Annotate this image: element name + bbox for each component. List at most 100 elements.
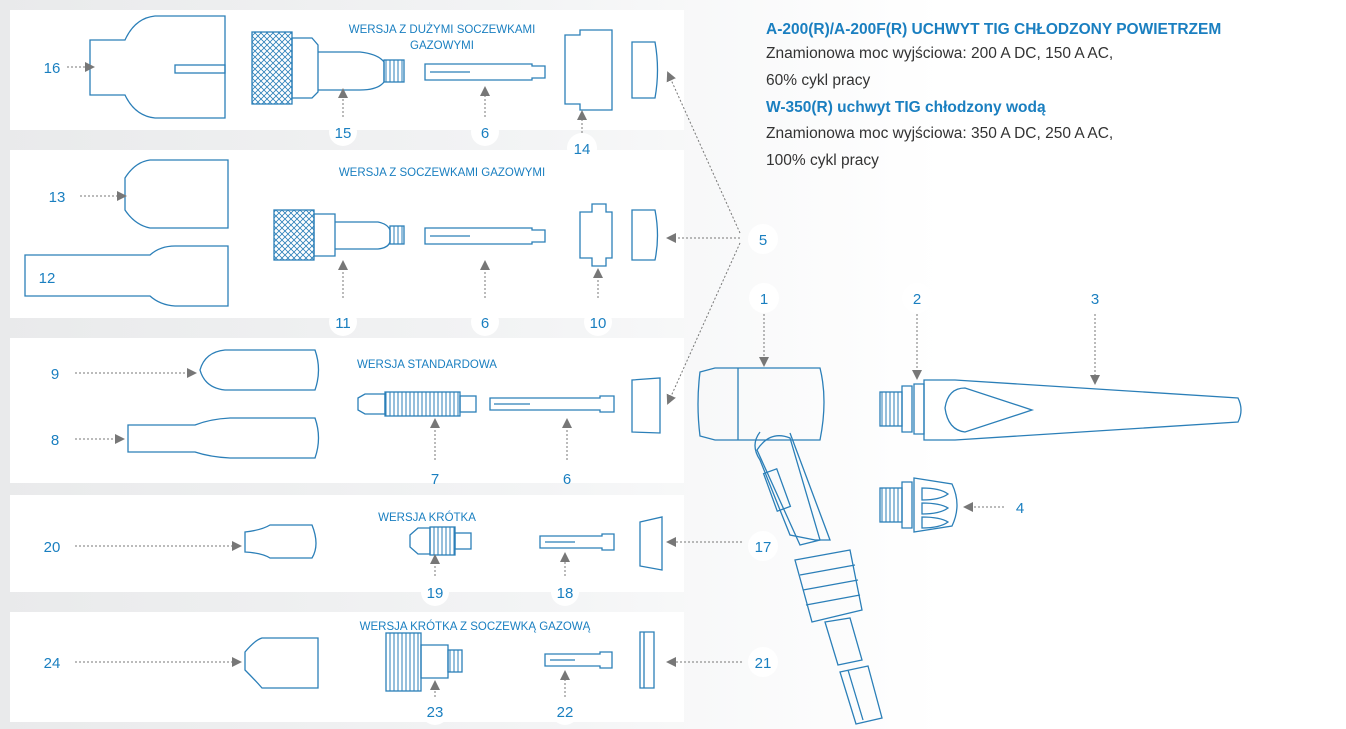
callout-23: 23 <box>427 704 444 721</box>
product-title-air-cooled: A-200(R)/A-200F(R) UCHWYT TIG CHŁODZONY … <box>766 21 1222 38</box>
part-1-torch-head <box>697 367 825 441</box>
part-6-collet-c <box>489 395 615 413</box>
callout-21-circle <box>748 647 778 677</box>
callout-14: 14 <box>574 141 591 158</box>
part-1-handle <box>754 431 831 541</box>
part-1-hose <box>824 617 863 666</box>
part-1-connector <box>794 549 863 623</box>
callout-22: 22 <box>557 704 574 721</box>
callout-8: 8 <box>51 432 59 449</box>
callout-17: 17 <box>755 539 772 556</box>
spec-water-cooled-line1: Znamionowa moc wyjściowa: 350 A DC, 250 … <box>766 125 1114 142</box>
spec-air-cooled-line1: Znamionowa moc wyjściowa: 200 A DC, 150 … <box>766 45 1114 62</box>
callout-6a: 6 <box>481 125 489 142</box>
callout-3-circle <box>1080 283 1110 313</box>
part-3-back-cap-recess <box>944 387 1035 433</box>
part-2-oring <box>901 383 925 435</box>
callout-2-circle <box>902 283 932 313</box>
spec-air-cooled-line2: 60% cykl pracy <box>766 72 871 89</box>
product-info: A-200(R)/A-200F(R) UCHWYT TIG CHŁODZONY … <box>766 20 1346 174</box>
callout-3: 3 <box>1091 291 1099 308</box>
callout-6c: 6 <box>563 471 571 488</box>
part-1-grip-window <box>762 467 792 513</box>
panel-title-short: WERSJA KRÓTKA <box>378 511 476 524</box>
part-9-nozzle <box>199 349 320 391</box>
panel-title-short-gas-lens: WERSJA KRÓTKA Z SOCZEWKĄ GAZOWĄ <box>360 620 591 633</box>
part-14-lens <box>564 29 613 111</box>
callout-7: 7 <box>431 471 439 488</box>
part-4-grip <box>921 487 950 529</box>
part-10-lens <box>579 203 613 267</box>
part-14-cup <box>631 41 659 99</box>
callout-17-circle <box>748 531 778 561</box>
part-4-cap <box>901 477 958 533</box>
part-23-end <box>447 649 463 673</box>
part-23-thread <box>385 632 422 692</box>
part-21-lens <box>639 631 655 689</box>
part-16-slot <box>174 64 226 74</box>
panel-title-large-gas-lens-2: GAZOWYMI <box>410 40 474 52</box>
part-6-collet-b <box>424 227 546 245</box>
part-18-collet <box>539 533 615 551</box>
callout-22-circle <box>551 697 579 725</box>
product-title-water-cooled: W-350(R) uchwyt TIG chłodzony wodą <box>766 99 1046 116</box>
callout-1: 1 <box>760 291 768 308</box>
part-16-nozzle <box>89 15 226 119</box>
panel-title-large-gas-lens: WERSJA Z DUŻYMI SOCZEWKAMI <box>349 23 536 36</box>
part-2-thread <box>879 391 903 427</box>
spec-water-cooled-line2: 100% cykl pracy <box>766 152 879 169</box>
part-12-nozzle <box>24 245 229 307</box>
callout-10-circle <box>584 308 612 336</box>
callout-10: 10 <box>590 315 607 332</box>
part-22-collet <box>544 651 613 669</box>
panel-title-gas-lens: WERSJA Z SOCZEWKAMI GAZOWYMI <box>339 167 545 179</box>
callout-23-circle <box>421 697 449 725</box>
part-8-nozzle <box>127 417 320 459</box>
part-standard-cup <box>631 377 661 434</box>
part-3-back-cap <box>923 379 1242 441</box>
callout-9: 9 <box>51 366 59 383</box>
part-10-cup <box>631 209 659 261</box>
part-13-nozzle <box>124 159 229 229</box>
callout-15-circle <box>329 118 357 146</box>
callout-16: 16 <box>44 60 61 77</box>
callout-20: 20 <box>44 539 61 556</box>
leader-5a <box>666 71 741 234</box>
callout-18-circle <box>551 578 579 606</box>
callout-4: 4 <box>1016 500 1024 517</box>
panel-large-gas-lens <box>10 10 684 130</box>
callout-11: 11 <box>335 315 351 332</box>
callout-6b: 6 <box>481 315 489 332</box>
callout-5-circle <box>748 224 778 254</box>
callout-6a-circle <box>471 118 499 146</box>
panel-short <box>10 495 684 592</box>
part-15-thread <box>383 59 405 83</box>
part-1-handle-body <box>756 435 821 546</box>
callout-12: 12 <box>39 270 56 287</box>
callout-2: 2 <box>913 291 921 308</box>
callout-4-circle <box>1005 492 1035 522</box>
part-24-nozzle <box>244 637 319 689</box>
part-1-fitting <box>839 665 883 725</box>
callout-1-circle <box>749 283 779 313</box>
callout-15: 15 <box>335 125 352 142</box>
panel-gas-lens <box>10 150 684 318</box>
callout-21: 21 <box>755 655 772 672</box>
part-7-thread <box>384 391 461 417</box>
part-19-thread <box>429 526 456 556</box>
callout-18: 18 <box>557 585 574 602</box>
part-19-end <box>454 532 472 550</box>
callout-6b-circle <box>471 308 499 336</box>
part-15-knurled-body <box>251 31 293 105</box>
part-11-thread <box>389 225 405 245</box>
part-6-collet-a <box>424 63 546 81</box>
callout-19: 19 <box>427 585 444 602</box>
panel-title-standard: WERSJA STANDARDOWA <box>357 359 497 371</box>
part-4-thread <box>879 487 903 523</box>
callout-14-circle <box>567 133 597 163</box>
callout-13: 13 <box>49 189 66 206</box>
part-20-nozzle <box>244 524 317 559</box>
callout-24: 24 <box>44 655 61 672</box>
part-11-knurled-body <box>273 209 315 261</box>
